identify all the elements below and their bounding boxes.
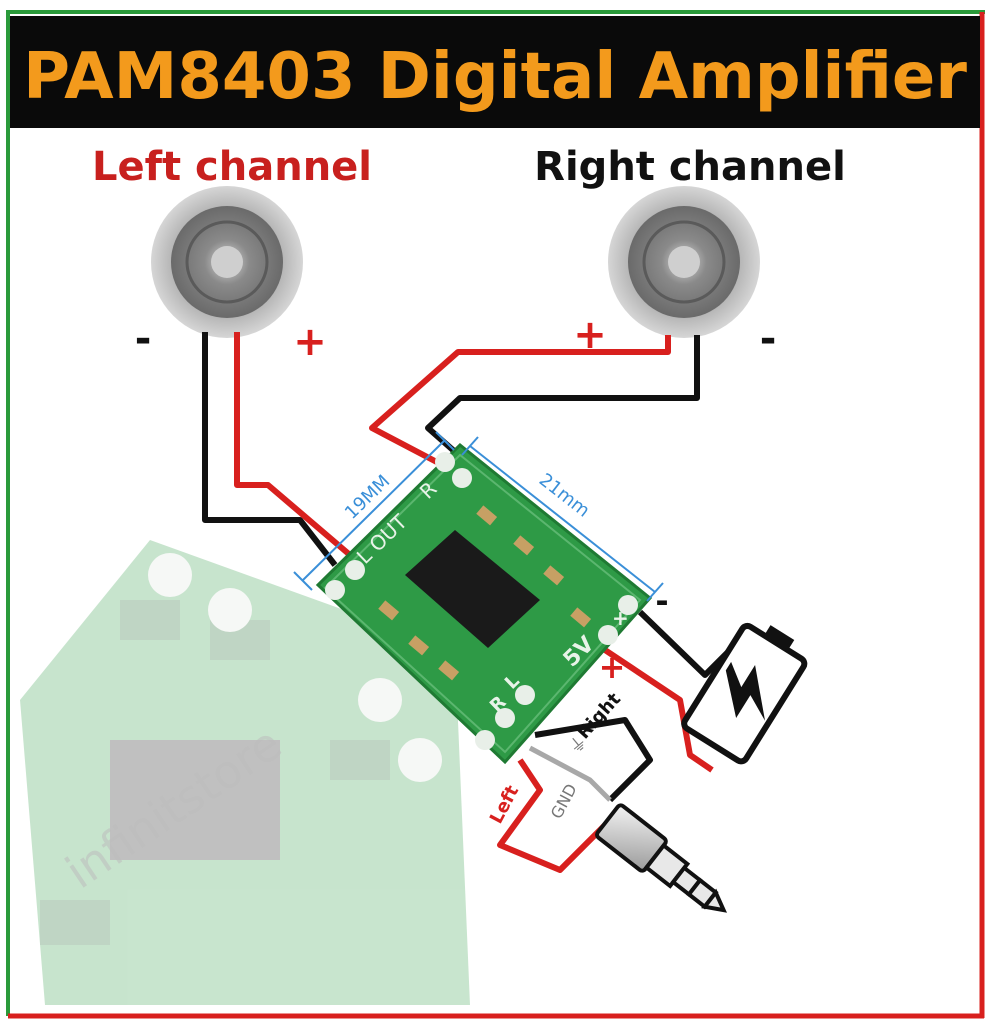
smd-component <box>543 565 565 586</box>
audio-jack-3-5mm <box>595 803 727 913</box>
right-speaker-red-wire <box>369 335 671 473</box>
right-speaker-black-wire <box>425 335 700 461</box>
smd-component <box>476 505 498 526</box>
pad <box>598 625 618 645</box>
left-speaker-minus: - <box>135 316 152 362</box>
left-channel-label: Left channel <box>92 144 372 190</box>
jack-gnd-wire <box>528 745 612 802</box>
smd-component <box>570 607 592 628</box>
smd-component <box>378 600 400 621</box>
right-channel-label: Right channel <box>534 144 846 190</box>
battery-plus-label: + <box>599 648 626 686</box>
pam8403-board <box>315 442 653 765</box>
smd-component <box>513 535 535 556</box>
jack-right-wire <box>534 717 653 803</box>
ghost-board-watermark <box>20 540 470 1005</box>
dimension-21mm <box>461 436 664 602</box>
pad <box>345 560 365 580</box>
lightning-icon <box>725 661 766 721</box>
battery <box>681 622 808 765</box>
pam8403-chip <box>405 530 540 648</box>
right-speaker <box>608 186 760 338</box>
right-speaker-minus: - <box>760 316 777 362</box>
left-speaker-black-wire <box>202 332 338 567</box>
smd-component <box>408 635 430 656</box>
left-speaker-plus: + <box>293 319 327 365</box>
pad <box>495 708 515 728</box>
battery-minus-label: - <box>655 582 668 620</box>
left-speaker <box>151 186 303 338</box>
title-bar <box>10 16 980 128</box>
pad <box>452 468 472 488</box>
page-title: PAM8403 Digital Amplifier <box>23 40 967 114</box>
left-speaker-red-wire <box>234 332 352 558</box>
pad <box>435 452 455 472</box>
jack-left-wire <box>497 758 618 873</box>
smd-component <box>438 660 460 681</box>
pad <box>325 580 345 600</box>
dimension-19mm <box>293 431 455 591</box>
pad <box>618 595 638 615</box>
pad <box>515 685 535 705</box>
pad <box>475 730 495 750</box>
board-label-plus: + <box>612 606 629 630</box>
